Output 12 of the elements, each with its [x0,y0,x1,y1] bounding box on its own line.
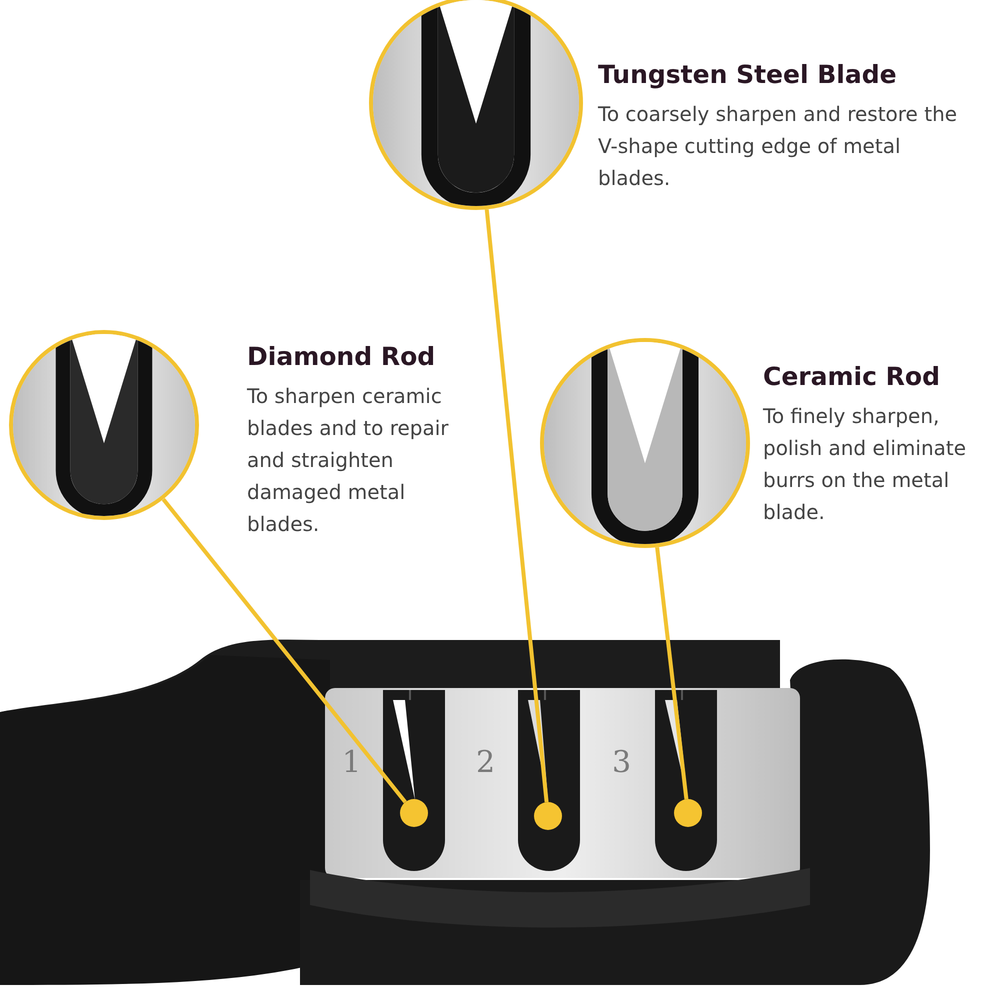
callout-description: To sharpen ceramic blades and to repair and straighten damaged metal blades. [247,383,450,538]
slot-number: 3 [612,745,632,780]
slot-number: 1 [342,745,362,780]
slot-number: 2 [476,745,496,780]
leader-line [655,547,688,800]
leader-line [484,209,549,802]
callout-heading: Ceramic Rod [763,362,940,392]
callout-heading: Tungsten Steel Blade [598,60,897,90]
callout-description: To coarsely sharpen and restore the V-shape cutting edge of metal blades. [598,101,958,192]
callout-heading: Diamond Rod [247,342,436,372]
leader-line [162,498,407,804]
callout-description: To finely sharpen, polish and eliminate burrs on the metal blade. [763,403,968,526]
